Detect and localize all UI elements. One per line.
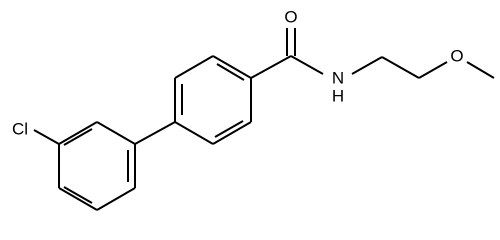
ether-oxygen-label: O bbox=[450, 47, 463, 66]
amide-nitrogen-label: N bbox=[332, 69, 344, 88]
chlorine-label: Cl bbox=[12, 120, 28, 139]
ether-bond-left bbox=[418, 61, 448, 79]
amide-bond bbox=[290, 55, 324, 75]
structure-diagram: Cl O N H O bbox=[12, 8, 495, 211]
aryl-carbonyl-bond bbox=[250, 55, 292, 79]
nitrogen-ethyl-bond bbox=[351, 56, 383, 75]
amide-hydrogen-label: H bbox=[332, 87, 344, 106]
carbonyl-oxygen-label: O bbox=[284, 8, 297, 27]
chlorophenyl-ring bbox=[58, 121, 136, 211]
carbonyl-double-bond bbox=[286, 28, 296, 56]
biaryl-bond bbox=[134, 121, 176, 145]
chlorine-bond bbox=[33, 129, 60, 145]
phenylene-ring bbox=[174, 55, 252, 145]
ethylene-bond bbox=[381, 56, 420, 79]
ether-bond-right bbox=[466, 61, 495, 79]
